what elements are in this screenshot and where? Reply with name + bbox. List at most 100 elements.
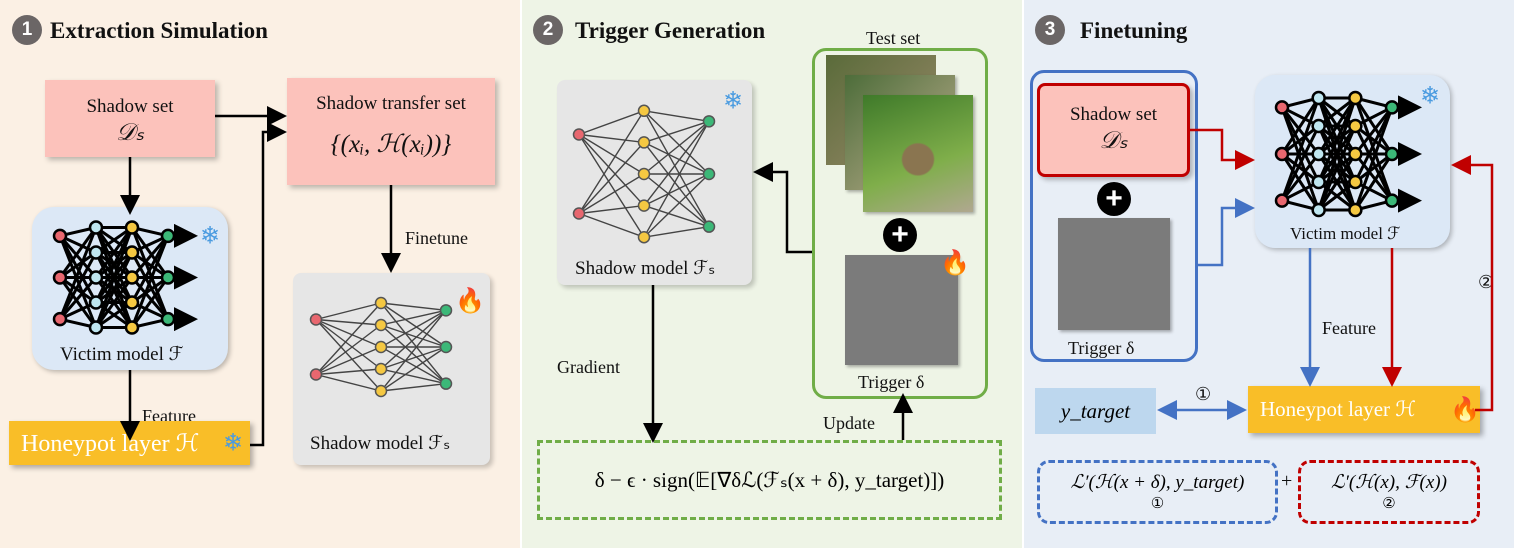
network-node xyxy=(124,220,140,235)
network-edge xyxy=(94,251,134,329)
network-edge xyxy=(1354,106,1394,155)
network-node xyxy=(439,340,453,354)
network-edge xyxy=(131,251,169,279)
network-node xyxy=(160,311,176,327)
network-node xyxy=(1384,193,1400,208)
network-node xyxy=(1348,90,1363,106)
arrow xyxy=(1190,128,1255,170)
loss2-formula: ℒ′(ℋ(x), ℱ(x)) xyxy=(1331,472,1447,493)
fire-icon: 🔥 xyxy=(940,249,970,277)
network-edge xyxy=(58,251,98,320)
network-edge xyxy=(130,235,170,304)
arrow xyxy=(753,162,812,254)
loss2-box: ℒ′(ℋ(x), ℱ(x)) ② xyxy=(1298,460,1480,524)
network-edge xyxy=(1280,106,1320,155)
network-edge xyxy=(643,225,710,238)
plus-sign: + xyxy=(1281,470,1293,492)
network-edge xyxy=(1317,96,1357,128)
network-edge xyxy=(578,204,645,215)
network-edge xyxy=(315,318,382,326)
finetune-label: Finetune xyxy=(405,228,468,248)
network-edge xyxy=(380,302,447,312)
loss1-formula: ℒ′(ℋ(x + δ), y_target) xyxy=(1070,472,1245,493)
network-edge xyxy=(1317,97,1357,211)
network-edge xyxy=(643,110,710,228)
network-edge xyxy=(380,346,447,385)
plus-icon: + xyxy=(883,218,917,252)
network-edge xyxy=(94,226,134,279)
fire-icon: 🔥 xyxy=(1450,396,1480,424)
network-node xyxy=(1348,174,1363,190)
network-node xyxy=(637,167,651,181)
network-edge xyxy=(643,120,710,207)
network-edge xyxy=(643,120,710,238)
network-edge xyxy=(1354,152,1393,184)
network-node xyxy=(1311,202,1326,218)
victim-model-label: Victim model ℱ xyxy=(1290,224,1401,243)
network-edge xyxy=(643,173,710,207)
shadow-set-label: Shadow set xyxy=(1069,104,1158,125)
network-node xyxy=(1348,202,1363,218)
network-edge xyxy=(94,276,134,329)
shadow-set-label: Shadow set xyxy=(86,96,174,117)
network-edge xyxy=(380,302,447,348)
snowflake-icon: ❄ xyxy=(200,224,220,250)
network-node xyxy=(572,207,586,220)
network-edge xyxy=(130,226,170,279)
shadow-set-math: 𝒟ₛ xyxy=(1099,128,1128,154)
snowflake-icon: ❄ xyxy=(223,431,243,457)
shadow-model-label: Shadow model ℱₛ xyxy=(310,433,451,454)
panel-title: Trigger Generation xyxy=(575,18,766,43)
network-edge xyxy=(1353,106,1394,211)
network-edge xyxy=(643,110,710,123)
shadow-set-box: Shadow set 𝒟ₛ xyxy=(1037,83,1190,177)
network-node xyxy=(88,295,104,310)
network-edge xyxy=(1281,152,1320,184)
network-edge xyxy=(1280,97,1321,202)
network-node xyxy=(1311,146,1326,162)
network-edge xyxy=(643,141,710,175)
network-edge xyxy=(315,373,382,392)
network-edge xyxy=(59,276,97,304)
network-edge xyxy=(578,110,645,136)
network-edge xyxy=(315,318,382,348)
network-edge xyxy=(380,324,447,348)
step1-marker: ① xyxy=(1195,384,1212,404)
y-target-label: y_target xyxy=(1060,398,1131,423)
network-node xyxy=(439,377,453,390)
arrow xyxy=(1451,155,1494,412)
network-edge xyxy=(1280,106,1321,211)
network-node xyxy=(374,384,388,398)
fire-icon: 🔥 xyxy=(455,287,485,315)
network-node xyxy=(374,340,388,354)
network-edge xyxy=(643,110,710,175)
network-edge xyxy=(94,226,134,329)
network-node xyxy=(52,270,68,285)
network-edge xyxy=(1353,97,1394,202)
network-edge xyxy=(380,382,447,392)
network-node xyxy=(374,296,388,310)
shadow-set-box: Shadow set 𝒟ₛ xyxy=(45,80,215,157)
network-node xyxy=(374,362,388,376)
network-node xyxy=(1311,90,1326,106)
network-edge xyxy=(578,134,645,238)
network-edge xyxy=(315,302,382,321)
trigger-label: Trigger δ xyxy=(1068,338,1135,358)
network-node xyxy=(52,228,68,244)
network-edge xyxy=(1317,125,1357,211)
network-node xyxy=(88,320,104,335)
network-edge xyxy=(59,251,97,279)
trigger-image xyxy=(845,255,958,365)
trigger-label: Trigger δ xyxy=(858,372,925,392)
network-edge xyxy=(1317,180,1357,212)
network-edge xyxy=(380,309,447,370)
network-node xyxy=(637,136,651,149)
network-edge xyxy=(1280,125,1321,202)
network-edge xyxy=(578,134,645,207)
panel-title: Extraction Simulation xyxy=(50,18,268,43)
network-edge xyxy=(380,302,447,385)
honeypot-label: Honeypot layer ℋ xyxy=(21,430,200,457)
network-node xyxy=(124,295,140,310)
arrow xyxy=(250,122,287,447)
